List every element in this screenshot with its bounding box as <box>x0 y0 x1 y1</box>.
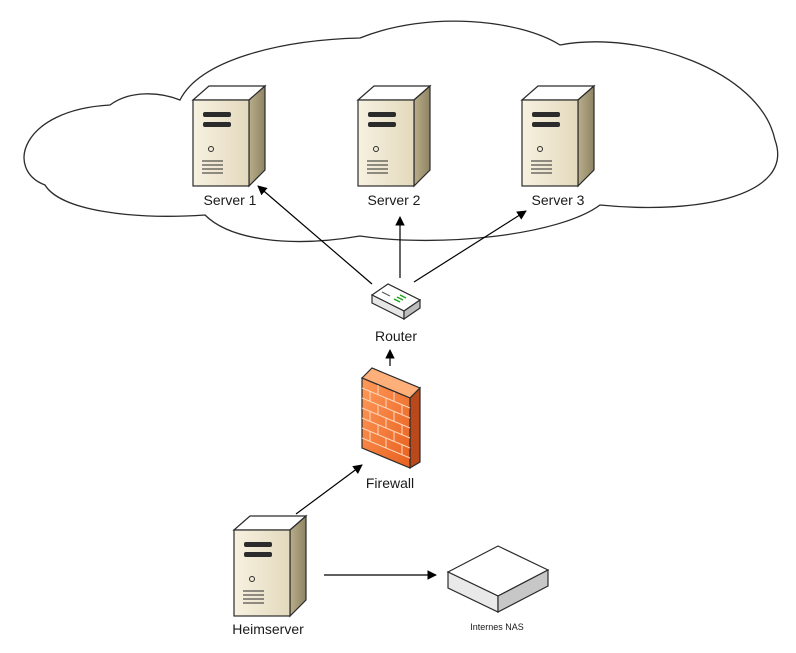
heimserver-label: Heimserver <box>232 621 304 637</box>
router-icon <box>370 283 422 321</box>
firewall-icon <box>360 367 422 470</box>
heimserver-icon <box>233 515 307 617</box>
nas-label: Internes NAS <box>470 622 524 632</box>
connections <box>257 185 527 580</box>
server-3-icon <box>521 85 595 187</box>
server-2-icon <box>357 85 431 187</box>
server-1-icon <box>192 85 266 187</box>
server-2-label: Server 2 <box>368 192 421 208</box>
server-1-label: Server 1 <box>204 192 257 208</box>
edge-heimserver-firewall <box>295 464 363 515</box>
server-3-label: Server 3 <box>532 192 585 208</box>
edge-router-server1 <box>257 185 373 285</box>
edge-router-server3 <box>413 210 527 283</box>
nas-icon <box>446 545 550 613</box>
firewall-label: Firewall <box>366 475 414 491</box>
router-label: Router <box>375 328 417 344</box>
